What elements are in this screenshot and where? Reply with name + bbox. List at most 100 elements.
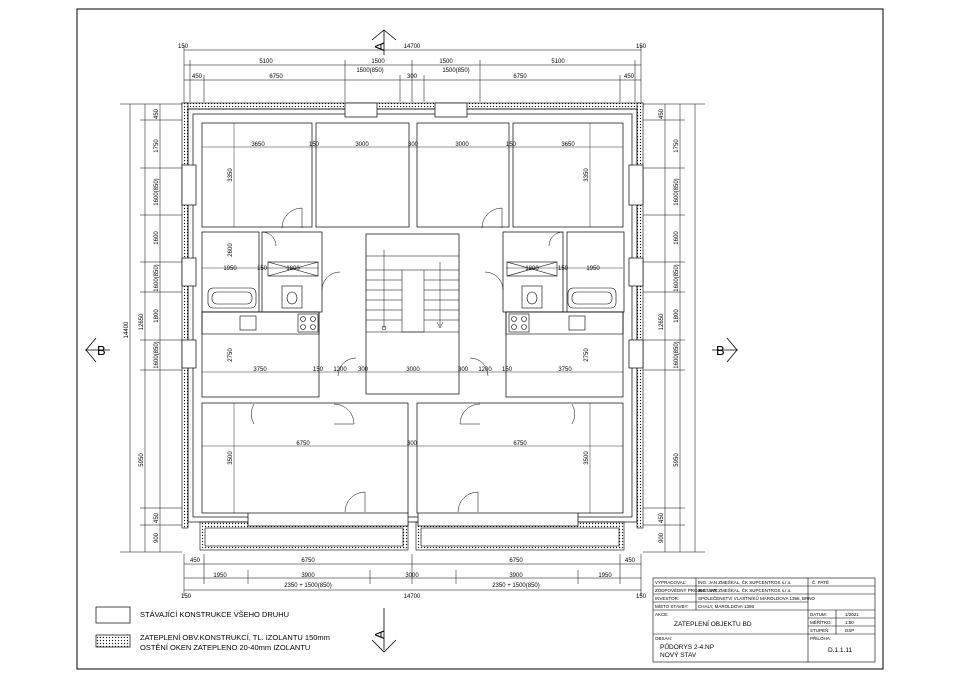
top-dimensions <box>183 45 642 102</box>
dim-bath-1: 1950 <box>223 266 237 272</box>
dim-room-4: 300 <box>408 142 419 148</box>
dim-roomh-5: 2750 <box>584 348 590 362</box>
dim-mid-6: 300 <box>458 367 469 373</box>
bathroom-fixtures <box>201 261 624 335</box>
dim-bot1-4: 450 <box>625 558 636 564</box>
dim-left-5: 1600(850) <box>154 264 160 291</box>
dim-low-1: 6750 <box>296 441 310 447</box>
dim-low-3: 6750 <box>513 441 527 447</box>
dim-top-2: 1500 <box>371 59 385 65</box>
dim-top2-7: 450 <box>624 74 635 80</box>
dim-roomh-7: 3500 <box>584 451 590 465</box>
dim-top-4: 5100 <box>551 59 565 65</box>
tb-r3-value: SPOLEČENSTVÍ VLASTNÍKŮ MAROLDOVA 1396, B… <box>698 595 815 601</box>
dim-mid-9: 3750 <box>558 367 572 373</box>
dim-right-8: 5950 <box>674 453 680 467</box>
dim-bot3-2: 2350 + 1500(850) <box>492 583 540 589</box>
legend-label-existing: STÁVAJÍCÍ KONSTRUKCE VŠEHO DRUHU <box>140 610 289 619</box>
section-a-label-bottom: A <box>372 630 387 639</box>
tb-obsah-label: OBSAH: <box>655 636 672 641</box>
tb-r3-label: INVESTOR: <box>655 596 679 601</box>
dim-right-10: 900 <box>659 532 665 543</box>
dim-left-overall: 14400 <box>124 321 130 338</box>
dim-top2-3: 1500(850) <box>356 68 383 74</box>
dim-top-overall: 14700 <box>404 44 421 50</box>
tb-r1-label: VYPRACOVAL: <box>655 580 686 585</box>
legend-swatch-insulation <box>95 634 131 648</box>
tb-r4-label: MÍSTO STAVBY: <box>655 603 689 609</box>
dim-bot2-4: 3900 <box>509 573 523 579</box>
dim-left-7: 1600(850) <box>154 341 160 368</box>
title-block <box>652 577 876 663</box>
dim-roomh-6: 3500 <box>228 451 234 465</box>
dim-bot3-1: 2350 + 1500(850) <box>284 583 332 589</box>
door-swings <box>251 207 575 513</box>
dim-bath-7: 1950 <box>586 266 600 272</box>
dim-mid-8: 150 <box>502 367 513 373</box>
tb-meritko-label: MĚŘÍTKO: <box>810 618 832 625</box>
dim-left-8: 5950 <box>139 453 145 467</box>
dim-roomh-2: 3350 <box>584 168 590 182</box>
section-a-top-marker: A <box>371 29 397 55</box>
dim-bath-2: 150 <box>257 266 268 272</box>
tb-stupen: DSP <box>845 628 854 633</box>
dim-left-6: 1800 <box>154 309 160 323</box>
dim-bath-3: 1800 <box>286 266 300 272</box>
tb-priloha-label: PŘÍLOHA: <box>810 634 831 641</box>
tb-datum-label: DATUM: <box>810 612 827 617</box>
dim-right-3: 1600(850) <box>674 178 680 205</box>
dim-right-6: 1800 <box>674 309 680 323</box>
dim-top2-5: 1500(850) <box>442 68 469 74</box>
dim-room-6: 150 <box>506 142 517 148</box>
staircase <box>366 250 459 333</box>
dim-bot-150-left: 150 <box>181 594 192 600</box>
dim-mid-1: 3750 <box>253 367 267 373</box>
dim-left-4: 1600 <box>154 231 160 245</box>
right-dimensions <box>643 103 705 553</box>
tb-akce-label: AKCE: <box>655 612 669 617</box>
rooms <box>201 122 625 514</box>
legend: STÁVAJÍCÍ KONSTRUKCE VŠEHO DRUHU ZATEPLE… <box>95 606 330 652</box>
dim-150-left: 150 <box>178 44 189 50</box>
dim-top2-6: 6750 <box>513 74 527 80</box>
dim-top2-1: 450 <box>192 74 203 80</box>
dim-right-12650: 12650 <box>659 313 665 330</box>
section-b-right-marker: B <box>712 337 738 363</box>
dim-top-1: 5100 <box>259 59 273 65</box>
dim-right-7: 1600(850) <box>674 341 680 368</box>
dim-left-9: 450 <box>154 512 160 523</box>
dim-left-1: 450 <box>154 108 160 119</box>
dim-left-3: 1600(850) <box>154 178 160 205</box>
section-a-bottom-marker: A <box>371 608 397 653</box>
dim-room-1: 3650 <box>251 142 265 148</box>
insulation-layer <box>181 102 644 551</box>
dim-mid-2: 150 <box>313 367 324 373</box>
dim-roomh-4: 2750 <box>228 348 234 362</box>
legend-label-reveals: OSTĚNÍ OKEN ZATEPLENO 20-40mm IZOLANTU <box>140 643 310 652</box>
dim-right-2: 1750 <box>674 139 680 153</box>
bottom-dimensions <box>183 554 642 596</box>
dim-bot2-1: 1950 <box>213 573 227 579</box>
dim-right-9: 450 <box>659 512 665 523</box>
tb-akce: ZATEPLENÍ OBJEKTU BD <box>674 619 752 628</box>
tb-r4-value: CHALY, MAROLDOVA 1396 <box>698 604 755 609</box>
legend-label-insulation: ZATEPLENÍ OBV.KONSTRUKCÍ, TL. IZOLANTU 1… <box>140 633 330 642</box>
dim-bot2-5: 1950 <box>598 573 612 579</box>
tb-r2-value: ING. JAN ZMEŠKAL, ČK SUPCENTROS s.r.o. <box>698 587 792 593</box>
sheet-border <box>76 8 884 670</box>
dim-mid-5: 3000 <box>406 367 420 373</box>
dim-mid-3: 1200 <box>333 367 347 373</box>
section-b-label-right: B <box>716 343 725 358</box>
dim-bot2-3: 3000 <box>405 573 419 579</box>
dim-mid-7: 1200 <box>478 367 492 373</box>
dim-room-3: 3000 <box>355 142 369 148</box>
dim-top2-2: 6750 <box>269 74 283 80</box>
dim-bot2-2: 3900 <box>301 573 315 579</box>
tb-obsah-2: NOVÝ STAV <box>660 650 697 659</box>
tb-stupen-label: STUPEŇ: <box>810 627 830 633</box>
walls <box>181 102 644 527</box>
section-b-left-marker: B <box>85 337 110 363</box>
dim-right-1: 450 <box>659 108 665 119</box>
dim-left-10: 900 <box>154 532 160 543</box>
